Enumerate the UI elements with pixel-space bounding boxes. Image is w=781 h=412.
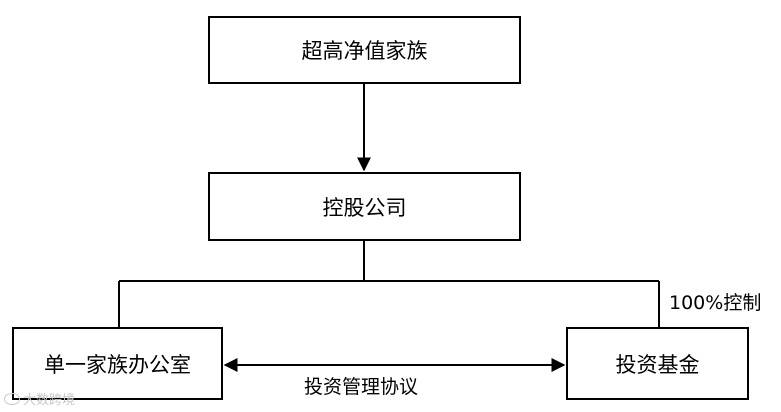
- watermark-text: 大数跨境: [23, 393, 76, 408]
- node-label: 超高净值家族: [301, 39, 428, 63]
- watermark-logo-icon: [4, 392, 20, 405]
- node-single-family-office: 单一家族办公室: [12, 327, 223, 400]
- edge-label-control: 100%控制: [669, 292, 762, 314]
- edge-label-agreement: 投资管理协议: [304, 376, 419, 398]
- node-ultra-high-net-worth-family: 超高净值家族: [208, 16, 521, 84]
- node-label: 控股公司: [322, 195, 407, 220]
- node-label: 投资基金: [615, 352, 700, 377]
- node-investment-fund: 投资基金: [566, 327, 749, 400]
- node-label: 单一家族办公室: [44, 352, 191, 377]
- node-holding-company: 控股公司: [208, 172, 521, 241]
- watermark: 大数跨境: [4, 389, 75, 408]
